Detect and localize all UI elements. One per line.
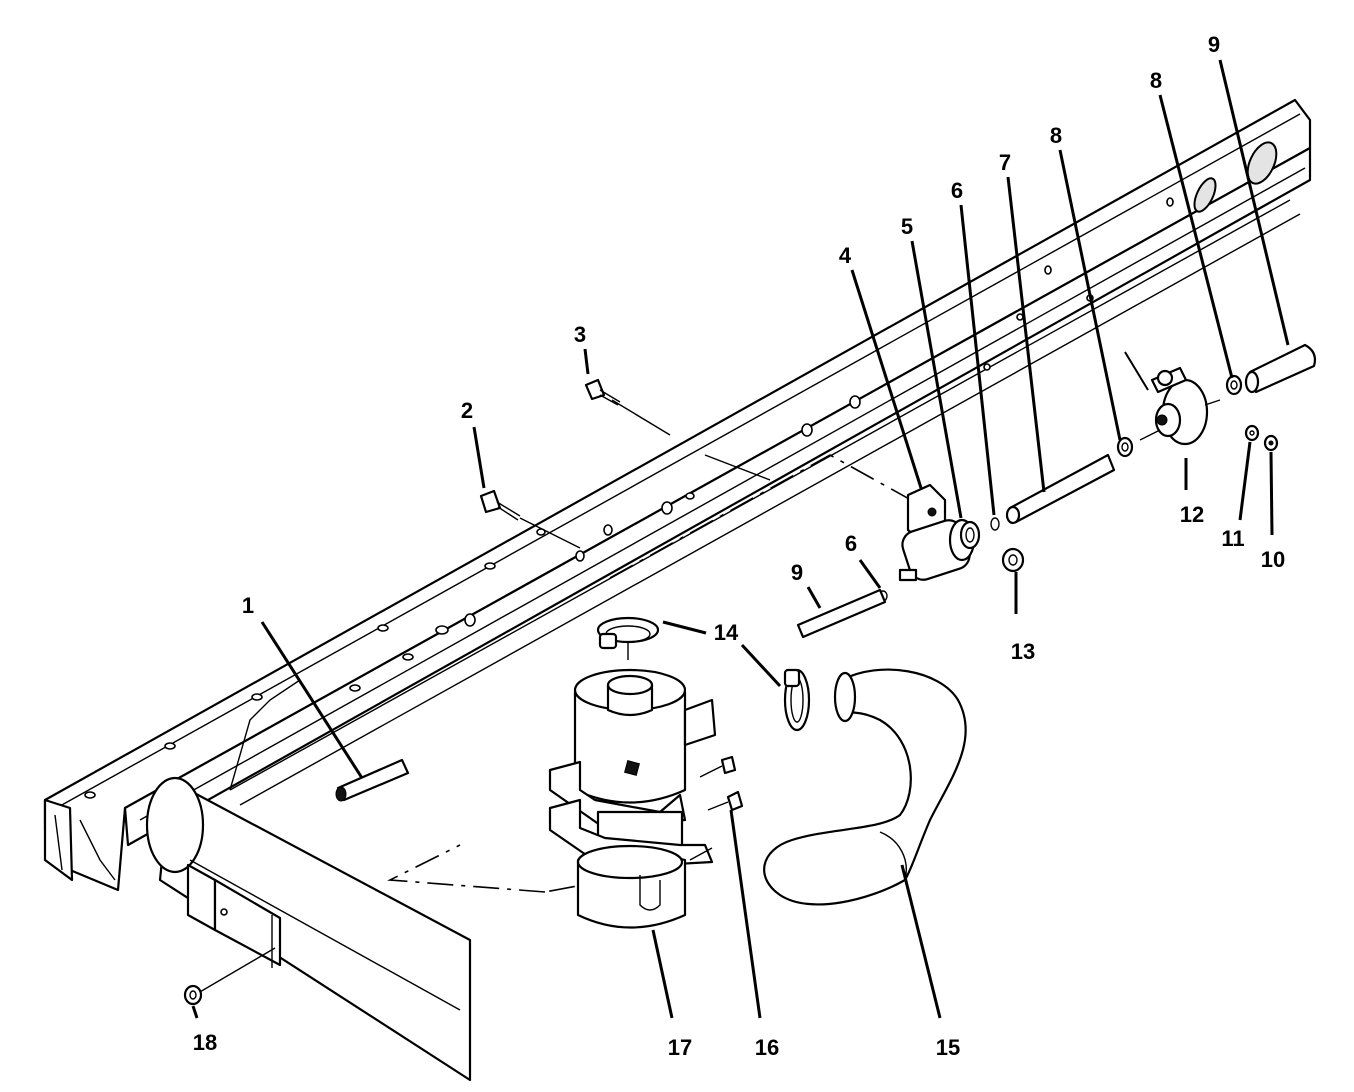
callout-18: 18	[193, 1030, 217, 1055]
callout-11: 11	[1221, 526, 1244, 551]
callout-14: 14	[714, 620, 739, 645]
callout-6-upper: 6	[951, 178, 963, 203]
callout-1: 1	[242, 593, 254, 618]
callout-6-lower: 6	[845, 531, 857, 556]
callout-12: 12	[1180, 502, 1204, 527]
part-17-filter	[548, 668, 717, 929]
leader-lines	[191, 59, 1290, 1019]
part-14-clamp-top	[596, 616, 660, 660]
centerlines	[192, 399, 921, 997]
part-2-bolt	[479, 489, 521, 521]
cross-tube	[145, 776, 472, 1082]
part-1-tube	[335, 758, 410, 802]
part-6-clip-upper	[990, 517, 1000, 531]
callout-9-upper: 9	[1208, 32, 1220, 57]
callout-8-left: 8	[1050, 123, 1062, 148]
callout-numbers: 1 2 3 4 5 6 6 7 8 8 9 9 10 11 12 13 14 1…	[193, 32, 1285, 1060]
rail-holes	[84, 197, 1174, 799]
callout-4: 4	[839, 243, 852, 268]
part-9-hose-upper	[1244, 343, 1317, 394]
part-14-clamp-side	[783, 668, 811, 732]
part-7-hose	[1005, 453, 1116, 525]
callout-8-right: 8	[1150, 68, 1162, 93]
callout-3: 3	[574, 322, 586, 347]
part-18-nut	[183, 984, 203, 1006]
part-15-hose	[763, 668, 967, 906]
part-8-washer-b	[1225, 374, 1243, 396]
part-8-washer-a	[1116, 436, 1134, 458]
mounting-bracket	[186, 863, 282, 968]
callout-2: 2	[461, 398, 473, 423]
callout-13: 13	[1011, 639, 1035, 664]
callout-15: 15	[936, 1035, 960, 1060]
part-16-screw-lower	[707, 790, 744, 812]
callout-5: 5	[901, 214, 913, 239]
callout-16: 16	[755, 1035, 779, 1060]
part-12-sender	[1124, 351, 1221, 446]
part-9-hose-lower	[796, 588, 887, 639]
callout-9-lower: 9	[791, 560, 803, 585]
part-11-washer	[1244, 424, 1260, 442]
callout-7: 7	[999, 150, 1011, 175]
part-3-bolt	[584, 378, 621, 406]
frame-rail	[43, 98, 1312, 892]
part-10-nut	[1263, 434, 1279, 452]
callout-10: 10	[1261, 547, 1285, 572]
part-5-fitting	[959, 520, 981, 550]
callout-17: 17	[668, 1035, 692, 1060]
part-13-nut	[1001, 547, 1025, 573]
part-16-screw-upper	[699, 755, 737, 778]
